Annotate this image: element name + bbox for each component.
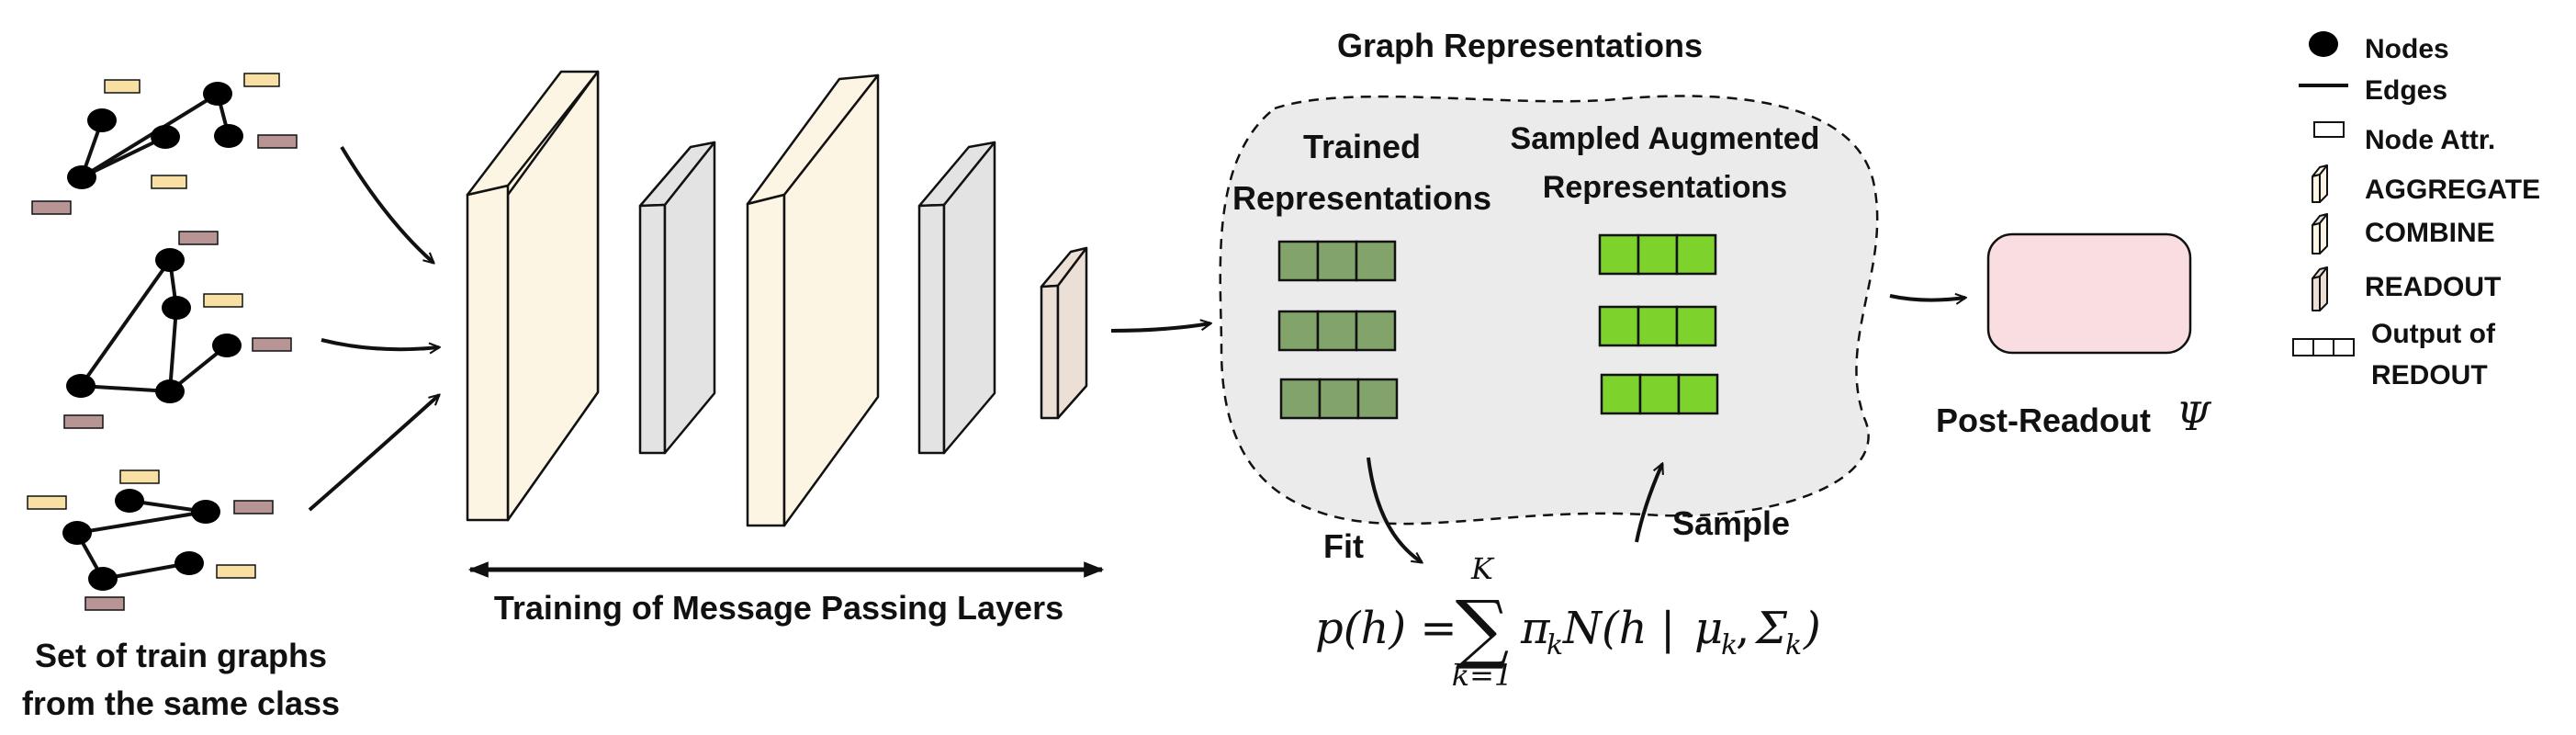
node-icon bbox=[87, 108, 117, 132]
sample-arrow bbox=[1635, 464, 1662, 543]
formula-bar: | bbox=[1660, 603, 1675, 654]
fit-arrow bbox=[1367, 457, 1422, 562]
sampled-vector-2 bbox=[1598, 305, 1717, 347]
trained-label-line2: Representations bbox=[1232, 179, 1491, 217]
formula-sum-upper: K bbox=[1470, 551, 1495, 586]
formula-sum-symbol: ∑ bbox=[1456, 585, 1510, 673]
train-graph-2 bbox=[63, 231, 292, 429]
trained-label-line1: Trained bbox=[1303, 128, 1421, 165]
legend-output-line2: REDOUT bbox=[2371, 360, 2488, 390]
formula-mu-sub: k bbox=[1721, 629, 1738, 662]
node-attr-icon bbox=[252, 337, 292, 352]
legend-edges: Edges bbox=[2365, 75, 2447, 106]
aggregate-layer-1 bbox=[466, 70, 600, 522]
legend-aggregate-icon bbox=[2312, 164, 2328, 203]
node-icon bbox=[88, 567, 118, 591]
node-attr-icon bbox=[203, 293, 243, 308]
input-arrow-2 bbox=[321, 338, 439, 349]
post-readout-label: Post-Readout bbox=[1936, 401, 2151, 439]
sample-label: Sample bbox=[1672, 504, 1790, 542]
node-attr-icon bbox=[243, 73, 280, 87]
training-caption: Training of Message Passing Layers bbox=[494, 589, 1063, 627]
combine-layer-2 bbox=[917, 141, 996, 455]
node-attr-icon bbox=[31, 200, 72, 215]
node-attr-icon bbox=[216, 564, 256, 579]
formula-close: ) bbox=[1803, 603, 1821, 654]
gmm-formula: p(h) = K ∑ k=1 π k N(h | μ k , Σ k ) bbox=[1315, 551, 1821, 693]
train-graph-3 bbox=[27, 469, 274, 611]
node-attr-icon bbox=[63, 414, 104, 429]
node-icon bbox=[203, 82, 232, 106]
node-icon bbox=[162, 296, 191, 320]
input-arrow-1 bbox=[340, 145, 433, 263]
formula-lhs: p(h) = bbox=[1315, 603, 1457, 654]
readout-layer bbox=[1040, 246, 1088, 420]
formula-sigma-sub: k bbox=[1785, 629, 1802, 662]
node-icon bbox=[214, 124, 243, 148]
legend-node-attr: Node Attr. bbox=[2365, 125, 2495, 155]
node-icon bbox=[155, 248, 185, 272]
node-icon bbox=[67, 165, 96, 189]
graph-repr-title: Graph Representations bbox=[1337, 27, 1703, 64]
node-icon bbox=[66, 374, 96, 398]
node-attr-icon bbox=[178, 231, 219, 245]
node-icon bbox=[151, 125, 180, 149]
node-icon bbox=[191, 500, 220, 524]
node-attr-icon bbox=[27, 495, 67, 510]
trained-vector-1 bbox=[1277, 240, 1397, 282]
legend: Nodes Edges Node Attr. AGGREGATE COMBINE… bbox=[2292, 31, 2540, 390]
post-readout-box bbox=[1986, 232, 2192, 355]
formula-sigma: Σ bbox=[1754, 603, 1788, 654]
formula-n: N(h bbox=[1562, 603, 1648, 654]
input-arrow-3 bbox=[308, 395, 439, 512]
sampled-label-line2: Representations bbox=[1543, 170, 1787, 205]
repr-to-post-arrow bbox=[1889, 296, 1965, 300]
legend-output-line1: Output of bbox=[2371, 319, 2496, 349]
node-attr-icon bbox=[151, 175, 187, 189]
formula-comma: , bbox=[1736, 603, 1749, 654]
sampled-vector-1 bbox=[1598, 233, 1717, 276]
legend-output-icon bbox=[2292, 338, 2355, 356]
formula-pi-sub: k bbox=[1547, 629, 1563, 662]
node-attr-icon bbox=[257, 134, 298, 149]
post-readout-symbol: Ψ bbox=[2177, 394, 2212, 439]
legend-node-attr-icon bbox=[2313, 121, 2345, 138]
node-icon bbox=[212, 334, 242, 357]
legend-nodes: Nodes bbox=[2365, 34, 2449, 64]
node-icon bbox=[62, 521, 92, 545]
sampled-label-line1: Sampled Augmented bbox=[1511, 121, 1820, 156]
formula-sum-lower: k=1 bbox=[1452, 658, 1513, 693]
formula-mu: μ bbox=[1694, 603, 1723, 654]
node-attr-icon bbox=[84, 596, 125, 611]
legend-aggregate: AGGREGATE bbox=[2365, 175, 2540, 205]
legend-readout-icon bbox=[2312, 266, 2328, 311]
node-attr-icon bbox=[119, 469, 160, 484]
node-attr-icon bbox=[233, 500, 274, 514]
trained-vector-3 bbox=[1279, 378, 1399, 420]
layers-to-repr-arrow bbox=[1110, 323, 1210, 333]
sampled-vector-3 bbox=[1600, 373, 1719, 415]
train-graph-1 bbox=[31, 73, 298, 215]
node-icon bbox=[115, 489, 144, 513]
trained-vector-2 bbox=[1277, 310, 1397, 352]
train-graphs-caption-line1: Set of train graphs bbox=[35, 637, 327, 674]
train-graphs-caption-line2: from the same class bbox=[22, 684, 340, 722]
legend-combine-icon bbox=[2312, 213, 2328, 254]
combine-layer-1 bbox=[638, 141, 716, 455]
legend-combine: COMBINE bbox=[2365, 218, 2495, 248]
node-icon bbox=[174, 551, 204, 575]
node-attr-icon bbox=[104, 79, 141, 94]
legend-readout: READOUT bbox=[2365, 272, 2501, 302]
fit-label: Fit bbox=[1323, 527, 1364, 565]
aggregate-layer-2 bbox=[746, 74, 880, 527]
legend-node-icon bbox=[2309, 31, 2338, 57]
formula-pi: π bbox=[1520, 603, 1551, 654]
node-icon bbox=[155, 379, 185, 403]
